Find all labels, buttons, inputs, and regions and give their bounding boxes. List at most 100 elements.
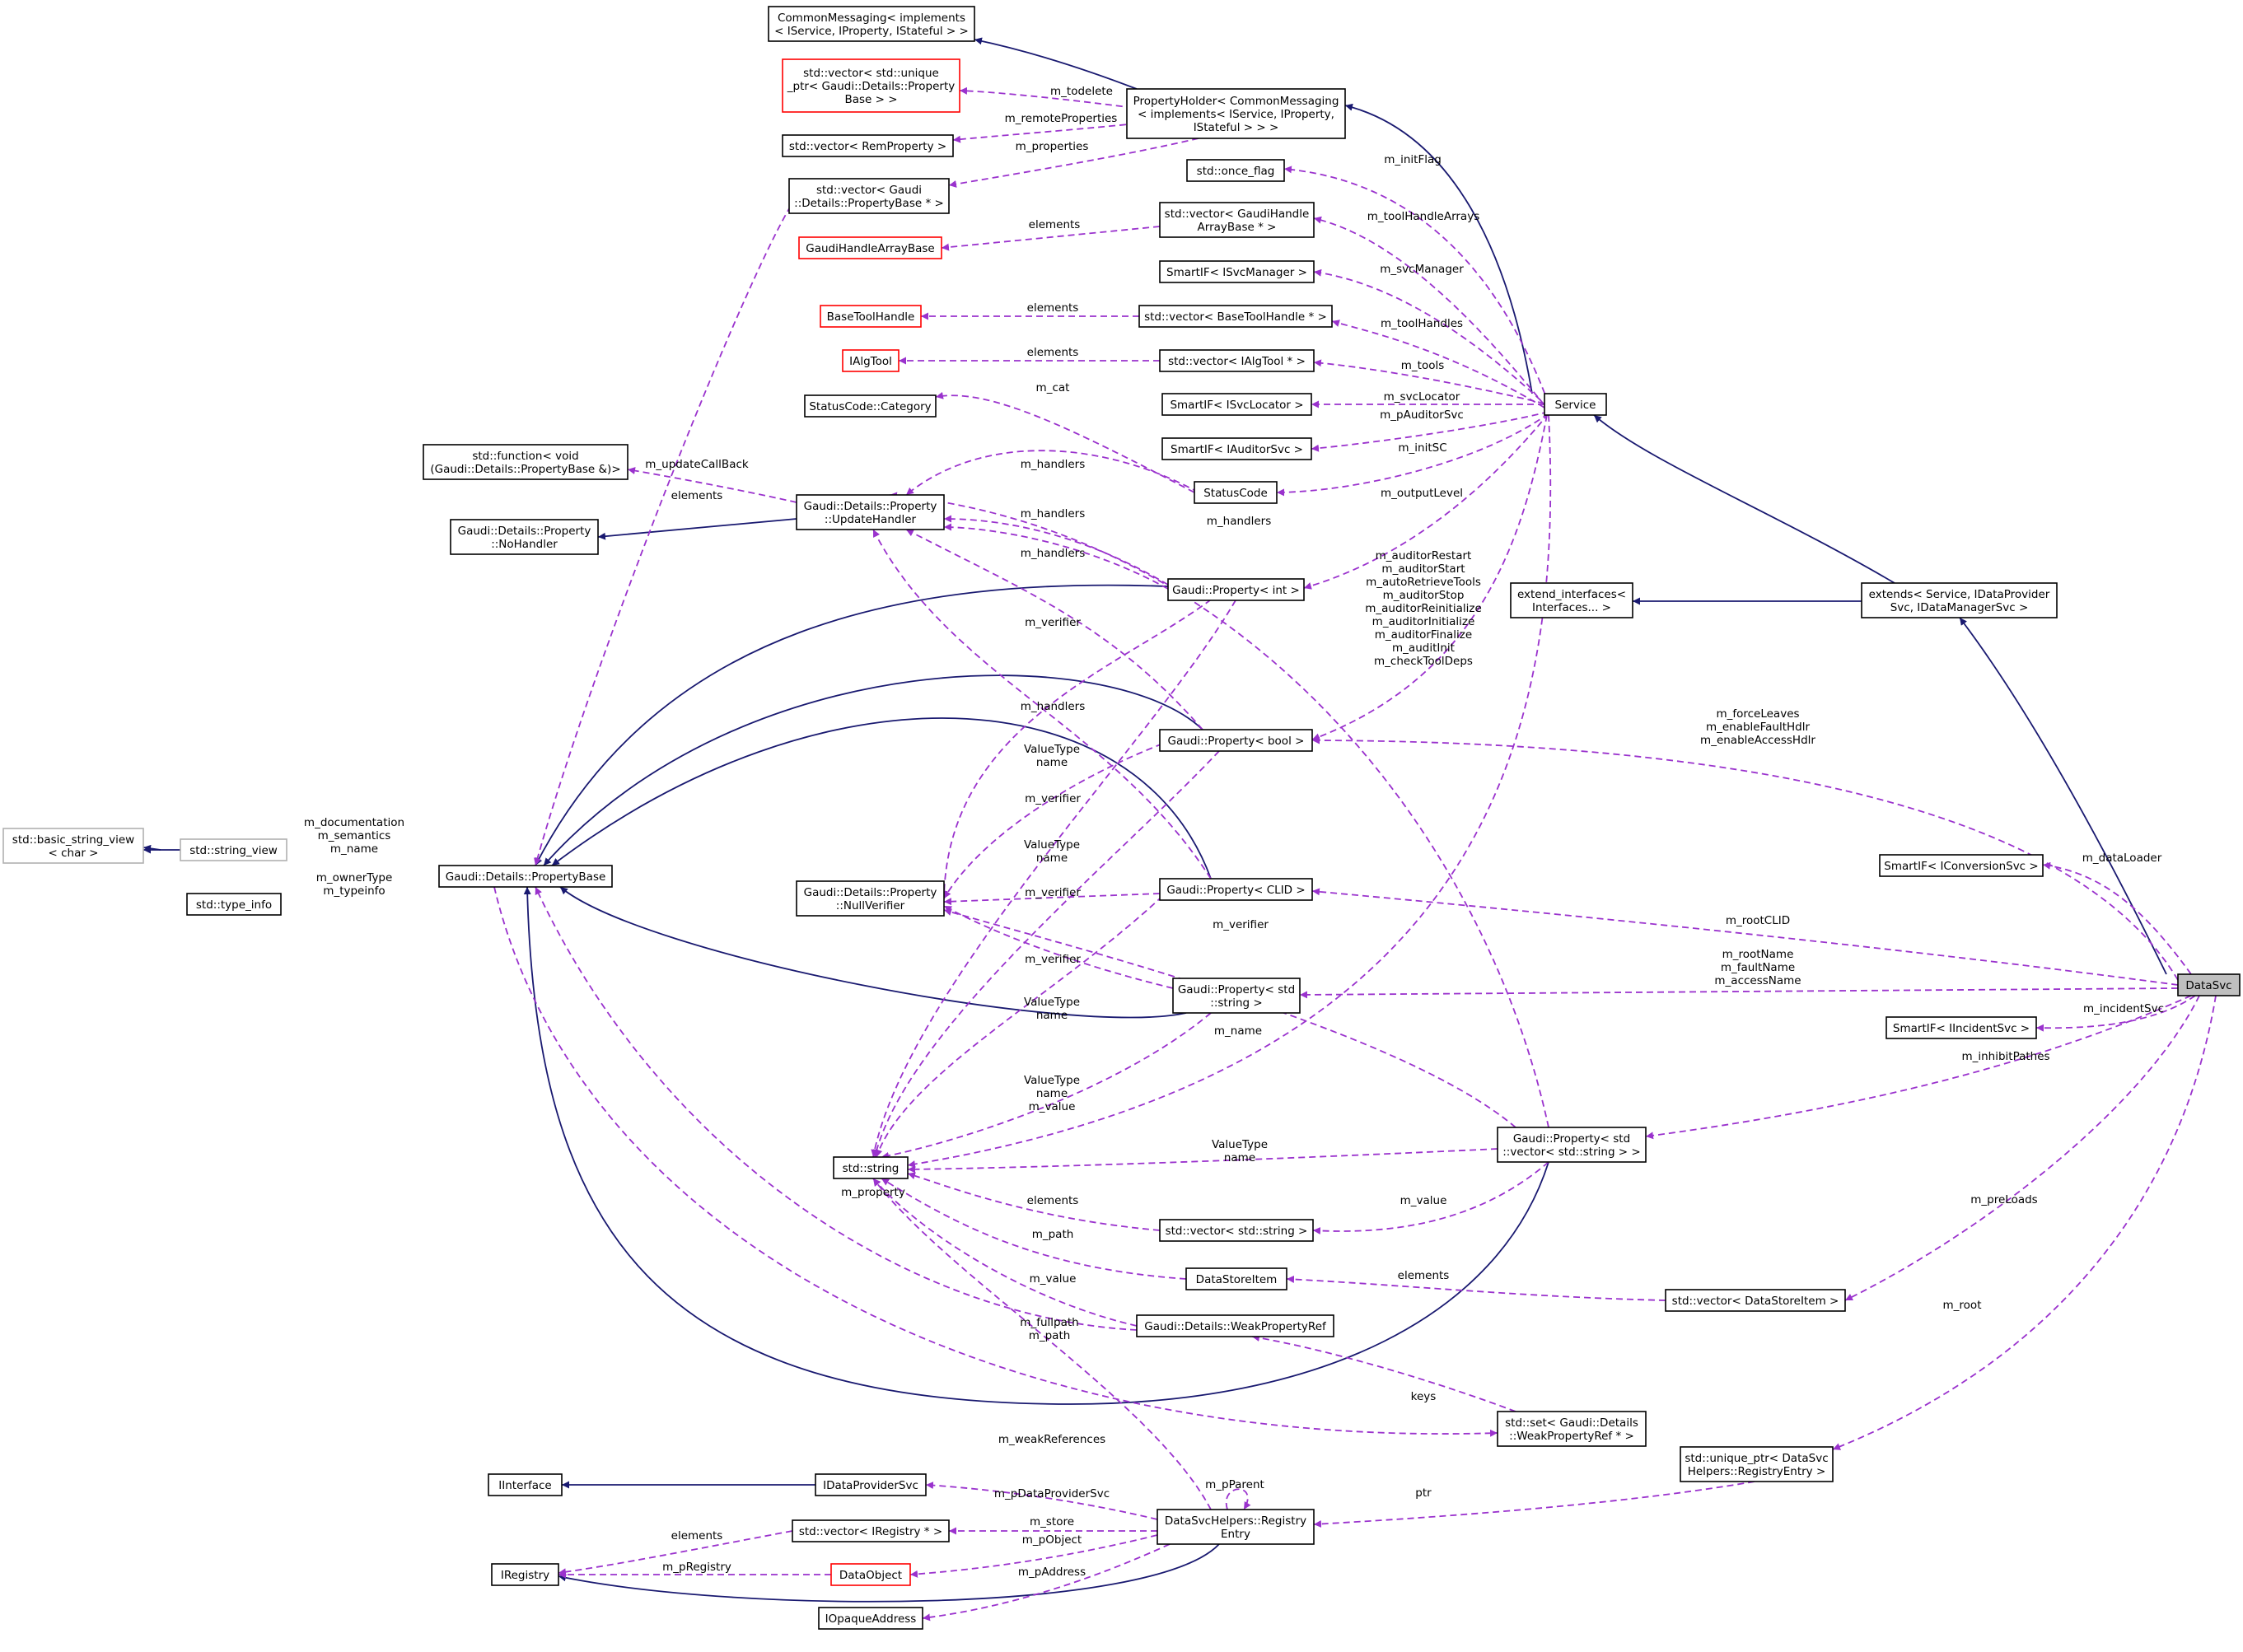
node-label: GaudiHandleArrayBase [806,242,934,255]
node-box [788,178,950,214]
node-idataprovidersvc[interactable]: IDataProviderSvc [815,1473,927,1496]
node-label: IAlgTool [849,355,892,368]
node-null-verifier[interactable]: Gaudi::Details::Property::NullVerifier [796,880,945,917]
edge-label-properties: m_properties [1016,140,1089,153]
edge-label-store: m_store [1030,1515,1074,1528]
node-extend-interfaces[interactable]: extend_interfaces<Interfaces... > [1510,582,1633,618]
node-ialgtool[interactable]: IAlgTool [842,349,900,372]
node-statuscode[interactable]: StatusCode [1194,481,1278,504]
node-vec-ialgtool[interactable]: std::vector< IAlgTool * > [1159,349,1315,372]
node-label: StatusCode::Category [809,400,931,413]
node-label: std::vector< IRegistry * > [799,1525,942,1538]
node-vec-iregistry[interactable]: std::vector< IRegistry * > [792,1519,950,1542]
node-vec-propbase-ptr[interactable]: std::vector< Gaudi::Details::PropertyBas… [788,178,950,214]
node-prop-int[interactable]: Gaudi::Property< int > [1167,578,1305,601]
usage-edge-55 [872,750,1220,1158]
node-smartif-svclocator[interactable]: SmartIF< ISvcLocator > [1161,393,1312,416]
node-label: std::basic_string_view< char > [12,833,134,860]
node-smartif-auditorsvc[interactable]: SmartIF< IAuditorSvc > [1161,437,1312,460]
node-label: SmartIF< IConversionSvc > [1884,860,2038,873]
node-box [796,494,945,530]
usage-edge-46 [1645,995,2192,1140]
edge-label-inhibit-pathes: m_inhibitPathes [1961,1050,2049,1063]
edge-label-pre-loads: m_preLoads [1970,1193,2037,1206]
node-once-flag[interactable]: std::once_flag [1186,159,1285,182]
node-gaudihandlearraybase[interactable]: GaudiHandleArrayBase [798,236,942,259]
node-label: std::set< Gaudi::Details::WeakPropertyRe… [1505,1416,1638,1443]
edge-label-elements-bth: elements [1027,301,1079,315]
node-iinterface[interactable]: IInterface [488,1473,563,1496]
node-label: Gaudi::Details::Property::NoHandler [458,525,591,551]
usage-edge-53 [943,908,1516,1128]
node-box [792,1519,950,1542]
node-prop-bool[interactable]: Gaudi::Property< bool > [1159,729,1313,752]
node-std-string[interactable]: std::string [833,1156,909,1179]
node-common-messaging[interactable]: CommonMessaging< implements< IService, I… [768,6,975,42]
node-label: std::vector< DataStoreItem > [1672,1295,1839,1308]
node-vec-datastoreitem[interactable]: std::vector< DataStoreItem > [1665,1289,1846,1312]
node-nohandler[interactable]: Gaudi::Details::Property::NoHandler [450,519,599,555]
usage-edge-75 [922,1543,1171,1622]
node-string-view[interactable]: std::string_view [180,838,287,861]
node-datastoreitem[interactable]: DataStoreItem [1185,1267,1287,1290]
node-box [798,236,942,259]
node-set-weakpropref[interactable]: std::set< Gaudi::Details::WeakPropertyRe… [1497,1411,1647,1447]
edge-label-tool-handle-arrays: m_toolHandleArrays [1367,210,1479,223]
node-prop-vec-string[interactable]: Gaudi::Property< std::vector< std::strin… [1497,1127,1647,1163]
node-vec-remprop[interactable]: std::vector< RemProperty > [782,134,954,157]
node-dataobject[interactable]: DataObject [830,1563,911,1586]
node-basic-string-view[interactable]: std::basic_string_view< char > [2,828,144,864]
node-iregistry[interactable]: IRegistry [491,1563,559,1586]
node-label: std::once_flag [1197,165,1275,178]
node-label: BaseToolHandle [827,310,915,324]
node-iopaqueaddress[interactable]: IOpaqueAddress [818,1607,923,1630]
node-prop-string[interactable]: Gaudi::Property< std::string > [1172,978,1301,1014]
usage-edge-18 [534,205,792,866]
node-smartif-svcmanager[interactable]: SmartIF< ISvcManager > [1159,260,1315,283]
node-type-info[interactable]: std::type_info [186,893,282,916]
node-box [1172,978,1301,1014]
node-service[interactable]: Service [1544,393,1607,416]
node-smartif-incidentsvc[interactable]: SmartIF< IIncidentSvc > [1886,1016,2037,1039]
node-box [1159,202,1315,238]
node-box [438,865,613,888]
usage-edge-16 [952,123,1138,143]
edge-label-name: m_name [1214,1024,1262,1038]
node-box [1159,349,1315,372]
node-vec-unique-ptr[interactable]: std::vector< std::unique_ptr< Gaudi::Det… [782,58,960,113]
node-vec-basetoolhandle[interactable]: std::vector< BaseToolHandle * > [1138,305,1333,328]
node-weakpropertyref[interactable]: Gaudi::Details::WeakPropertyRef [1136,1314,1334,1337]
node-prop-clid[interactable]: Gaudi::Property< CLID > [1159,878,1313,901]
usage-edge-20 [1313,216,1545,406]
usage-edge-48 [1832,995,2217,1450]
node-vec-string[interactable]: std::vector< std::string > [1159,1219,1314,1242]
node-label: SmartIF< IIncidentSvc > [1893,1022,2030,1035]
node-update-handler[interactable]: Gaudi::Details::Property::UpdateHandler [796,494,945,530]
node-std-function[interactable]: std::function< void(Gaudi::Details::Prop… [423,444,629,480]
inheritance-edge-10 [551,717,1212,880]
edge-label-data-loader: m_dataLoader [2082,852,2162,865]
node-label: std::vector< std::unique_ptr< Gaudi::Det… [787,67,956,106]
edge-label-elements-gha: elements [1029,218,1081,231]
edge-label-handlers-2: m_handlers [1021,507,1086,520]
node-property-base[interactable]: Gaudi::Details::PropertyBase [438,865,613,888]
node-datasvc[interactable]: DataSvc [2177,973,2241,996]
node-basetoolhandle[interactable]: BaseToolHandle [820,305,922,328]
node-box [1186,159,1285,182]
node-statuscode-category[interactable]: StatusCode::Category [804,394,937,418]
node-property-holder[interactable]: PropertyHolder< CommonMessaging< impleme… [1126,88,1346,139]
node-smartif-conversionsvc[interactable]: SmartIF< IConversionSvc > [1879,854,2044,877]
edge-label-handlers-1: m_handlers [1021,458,1086,471]
edge-label-elements-iat: elements [1027,346,1079,359]
usage-edge-33 [943,515,1169,586]
inheritance-edge-1 [1344,103,1533,394]
